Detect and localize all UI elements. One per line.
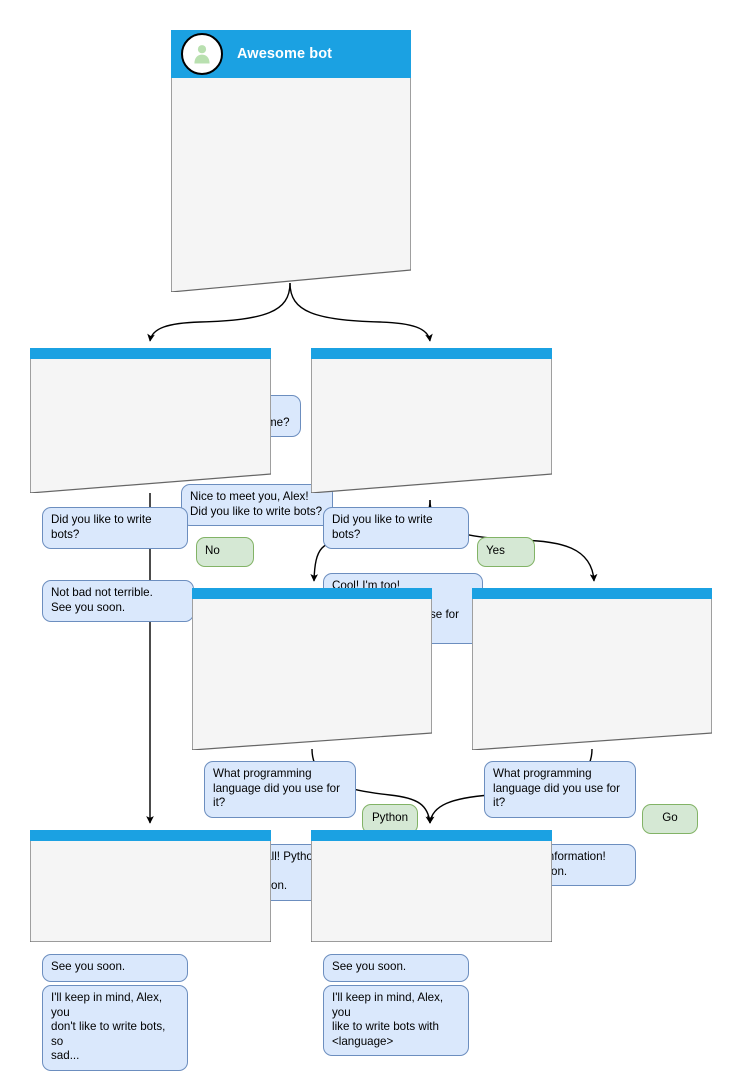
- message-bubble-user: No: [196, 537, 254, 567]
- message-bubble-bot: What programming language did you use fo…: [484, 761, 636, 818]
- message-bubble-bot: Nice to meet you, Alex! Did you like to …: [181, 484, 333, 527]
- node-no-branch-shape: [30, 348, 271, 493]
- flowchart-canvas: Awesome bot /start Hi there! What's your…: [30, 30, 712, 1071]
- user-avatar-icon: [181, 33, 223, 75]
- node-root[interactable]: Awesome bot /start Hi there! What's your…: [171, 30, 411, 527]
- node-python-branch-shape: [192, 588, 432, 750]
- node-yes-branch[interactable]: Did you like to write bots? Yes Cool! I'…: [311, 348, 552, 645]
- node-root-title: Awesome bot: [237, 46, 333, 62]
- message-bubble-user: Yes: [477, 537, 535, 567]
- node-end-happy[interactable]: See you soon. I'll keep in mind, Alex, y…: [311, 830, 552, 1057]
- node-go-branch-shape: [472, 588, 712, 750]
- node-yes-branch-shape: [311, 348, 552, 493]
- message-bubble-bot: I'll keep in mind, Alex, you don't like …: [42, 985, 188, 1071]
- message-bubble-bot: Did you like to write bots?: [323, 507, 469, 550]
- node-root-header: Awesome bot: [171, 30, 411, 78]
- node-go-branch-header: [472, 588, 712, 599]
- node-go-branch[interactable]: What programming language did you use fo…: [472, 588, 712, 887]
- message-bubble-bot: Did you like to write bots?: [42, 507, 188, 550]
- message-bubble-bot: See you soon.: [42, 954, 188, 982]
- node-end-sad-header: [30, 830, 271, 841]
- message-bubble-bot: What programming language did you use fo…: [204, 761, 356, 818]
- message-bubble-bot: See you soon.: [323, 954, 469, 982]
- node-python-branch-header: [192, 588, 432, 599]
- node-no-branch[interactable]: Did you like to write bots? No Not bad n…: [30, 348, 271, 623]
- node-end-happy-shape: [311, 830, 552, 942]
- node-yes-branch-header: [311, 348, 552, 359]
- message-bubble-user: Go: [642, 804, 698, 834]
- node-end-sad-shape: [30, 830, 271, 942]
- node-root-shape: [171, 30, 411, 292]
- message-bubble-bot: I'll keep in mind, Alex, you like to wri…: [323, 985, 469, 1057]
- node-end-happy-header: [311, 830, 552, 841]
- node-python-branch[interactable]: What programming language did you use fo…: [192, 588, 432, 901]
- message-bubble-user: Python: [362, 804, 418, 834]
- node-no-branch-header: [30, 348, 271, 359]
- node-end-sad[interactable]: See you soon. I'll keep in mind, Alex, y…: [30, 830, 271, 1071]
- message-bubble-bot: Not bad not terrible. See you soon.: [42, 580, 194, 623]
